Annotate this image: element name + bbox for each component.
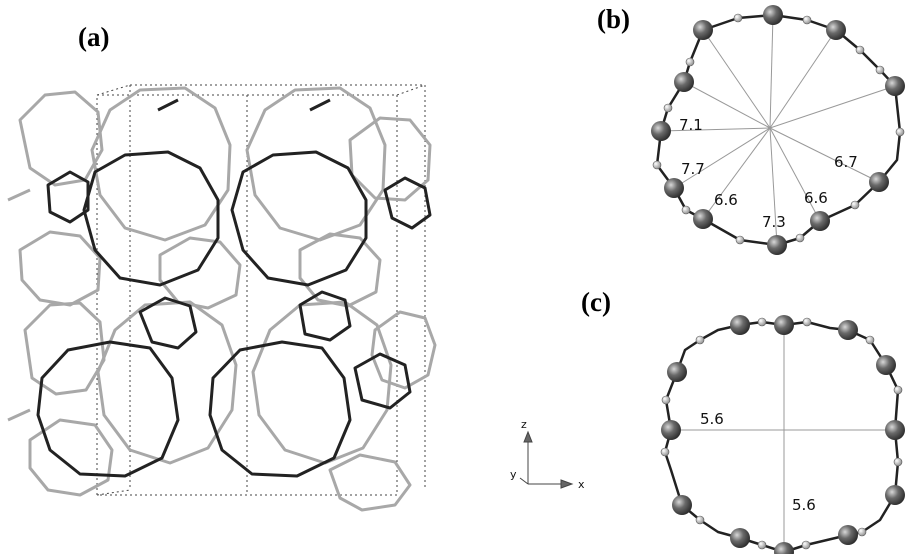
ring-b-oxygen-atoms	[652, 13, 905, 245]
ring-c: 5.6 5.6	[660, 315, 905, 554]
axes-triad	[519, 430, 574, 489]
ring-b-distance-5: 6.6	[804, 189, 828, 207]
unit-cell-outline	[96, 84, 426, 496]
framework-front-layer	[36, 98, 432, 478]
ring-b-distance-2: 7.7	[681, 160, 705, 178]
z-axis-label: z	[521, 418, 527, 431]
ring-b-distance-6: 6.7	[834, 153, 858, 171]
y-axis-label: y	[510, 468, 517, 481]
ring-b-distance-4: 7.3	[762, 213, 786, 231]
x-axis-label: x	[578, 478, 585, 491]
ring-c-oxygen-atoms	[660, 317, 903, 550]
ring-c-distance-horizontal: 5.6	[700, 410, 724, 428]
framework-structure	[7, 84, 437, 512]
ring-b: 7.1 7.7 6.6 7.3 6.6 6.7	[651, 5, 905, 255]
ring-c-tetrahedral-atoms	[661, 315, 905, 554]
panel-c-label: (c)	[581, 287, 611, 317]
ring-b-distance-lines	[660, 14, 896, 246]
ring-c-distance-vertical: 5.6	[792, 496, 816, 514]
ring-c-distance-lines	[671, 325, 895, 552]
panel-b-label: (b)	[597, 4, 630, 34]
ring-b-distance-1: 7.1	[679, 116, 703, 134]
ring-b-tetrahedral-atoms	[651, 5, 905, 255]
ring-b-distance-3: 6.6	[714, 191, 738, 209]
panel-a-label: (a)	[78, 22, 110, 52]
